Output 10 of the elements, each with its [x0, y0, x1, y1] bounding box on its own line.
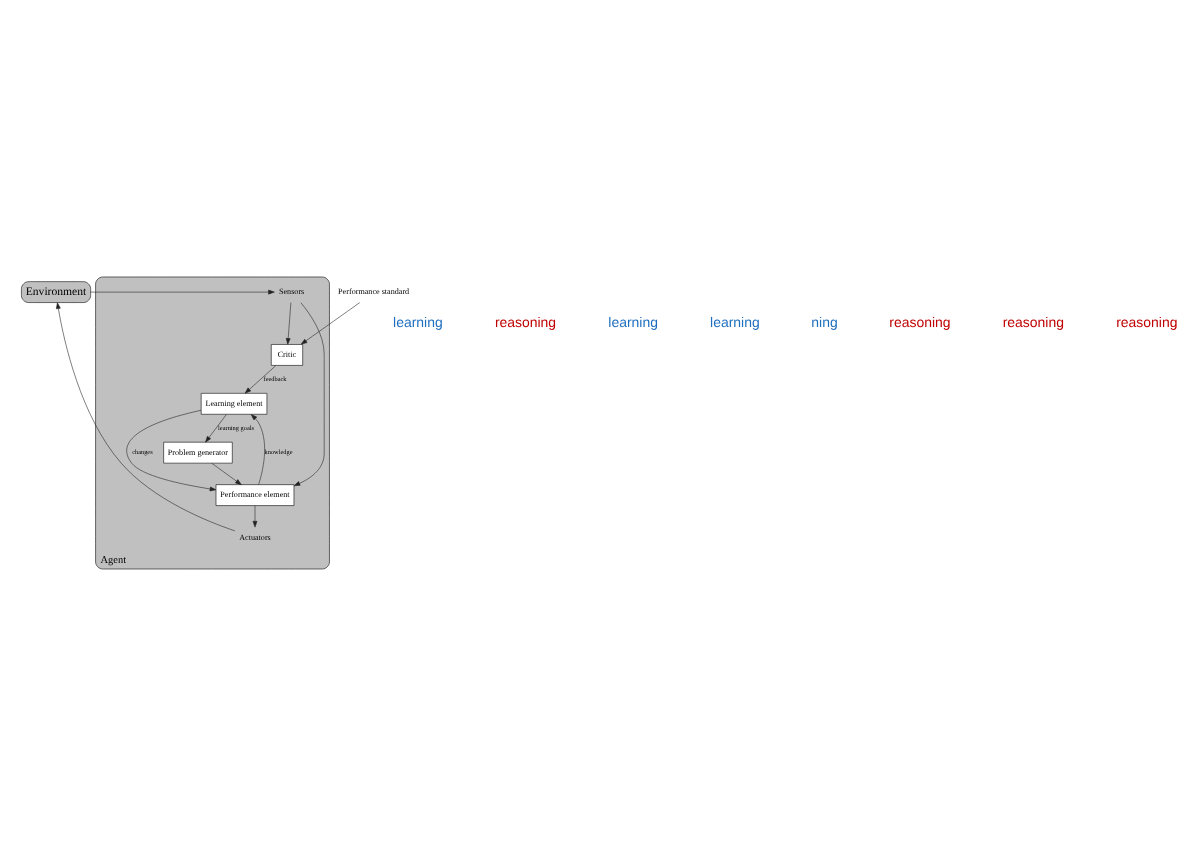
arrow [126, 409, 217, 492]
arrow [250, 414, 265, 485]
arrow [293, 302, 325, 487]
arrow [244, 365, 277, 394]
arrow [285, 302, 292, 345]
arrow [211, 462, 242, 485]
arrow [90, 289, 275, 295]
arrow [252, 505, 258, 528]
arrow [205, 414, 227, 443]
arrow [300, 302, 361, 345]
